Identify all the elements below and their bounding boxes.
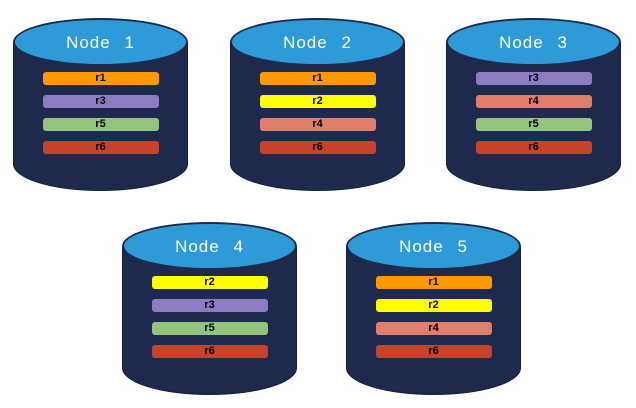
replica-bar: r4 xyxy=(375,322,492,335)
replica-bar: r6 xyxy=(475,141,592,154)
cylinder-body xyxy=(230,42,405,191)
node-title: Node 1 xyxy=(66,33,135,52)
cylinder-body xyxy=(13,42,188,191)
database-node-4: Node 4 r2 r3 r5 r6 xyxy=(122,222,297,395)
cylinder-top: Node 4 xyxy=(122,222,297,270)
replica-list: r3 r4 r5 r6 xyxy=(446,72,621,154)
replica-bar: r2 xyxy=(375,299,492,312)
replica-bar: r2 xyxy=(151,276,268,289)
replica-list: r1 r2 r4 r6 xyxy=(346,276,521,358)
replica-bar: r6 xyxy=(259,141,376,154)
replica-bar: r1 xyxy=(42,72,159,85)
replica-bar: r6 xyxy=(375,345,492,358)
replica-bar: r5 xyxy=(42,118,159,131)
replica-list: r1 r2 r4 r6 xyxy=(230,72,405,154)
replica-bar: r3 xyxy=(151,299,268,312)
node-title: Node 3 xyxy=(499,33,568,52)
replica-bar: r4 xyxy=(475,95,592,108)
cylinder-top: Node 2 xyxy=(230,18,405,66)
cylinder-body xyxy=(446,42,621,191)
node-title: Node 2 xyxy=(283,33,352,52)
replica-list: r2 r3 r5 r6 xyxy=(122,276,297,358)
replica-bar: r3 xyxy=(475,72,592,85)
replica-bar: r5 xyxy=(475,118,592,131)
cylinder-body xyxy=(346,246,521,395)
replica-bar: r1 xyxy=(375,276,492,289)
node-title: Node 5 xyxy=(399,237,468,256)
node-title: Node 4 xyxy=(175,237,244,256)
database-node-5: Node 5 r1 r2 r4 r6 xyxy=(346,222,521,395)
cylinder-top: Node 3 xyxy=(446,18,621,66)
replica-bar: r5 xyxy=(151,322,268,335)
replica-bar: r3 xyxy=(42,95,159,108)
cylinder-top: Node 1 xyxy=(13,18,188,66)
database-node-1: Node 1 r1 r3 r5 r6 xyxy=(13,18,188,191)
replica-bar: r6 xyxy=(42,141,159,154)
replica-bar: r2 xyxy=(259,95,376,108)
cylinder-body xyxy=(122,246,297,395)
cylinder-top: Node 5 xyxy=(346,222,521,270)
database-node-2: Node 2 r1 r2 r4 r6 xyxy=(230,18,405,191)
database-node-3: Node 3 r3 r4 r5 r6 xyxy=(446,18,621,191)
replica-list: r1 r3 r5 r6 xyxy=(13,72,188,154)
replica-bar: r1 xyxy=(259,72,376,85)
replica-bar: r4 xyxy=(259,118,376,131)
replica-bar: r6 xyxy=(151,345,268,358)
